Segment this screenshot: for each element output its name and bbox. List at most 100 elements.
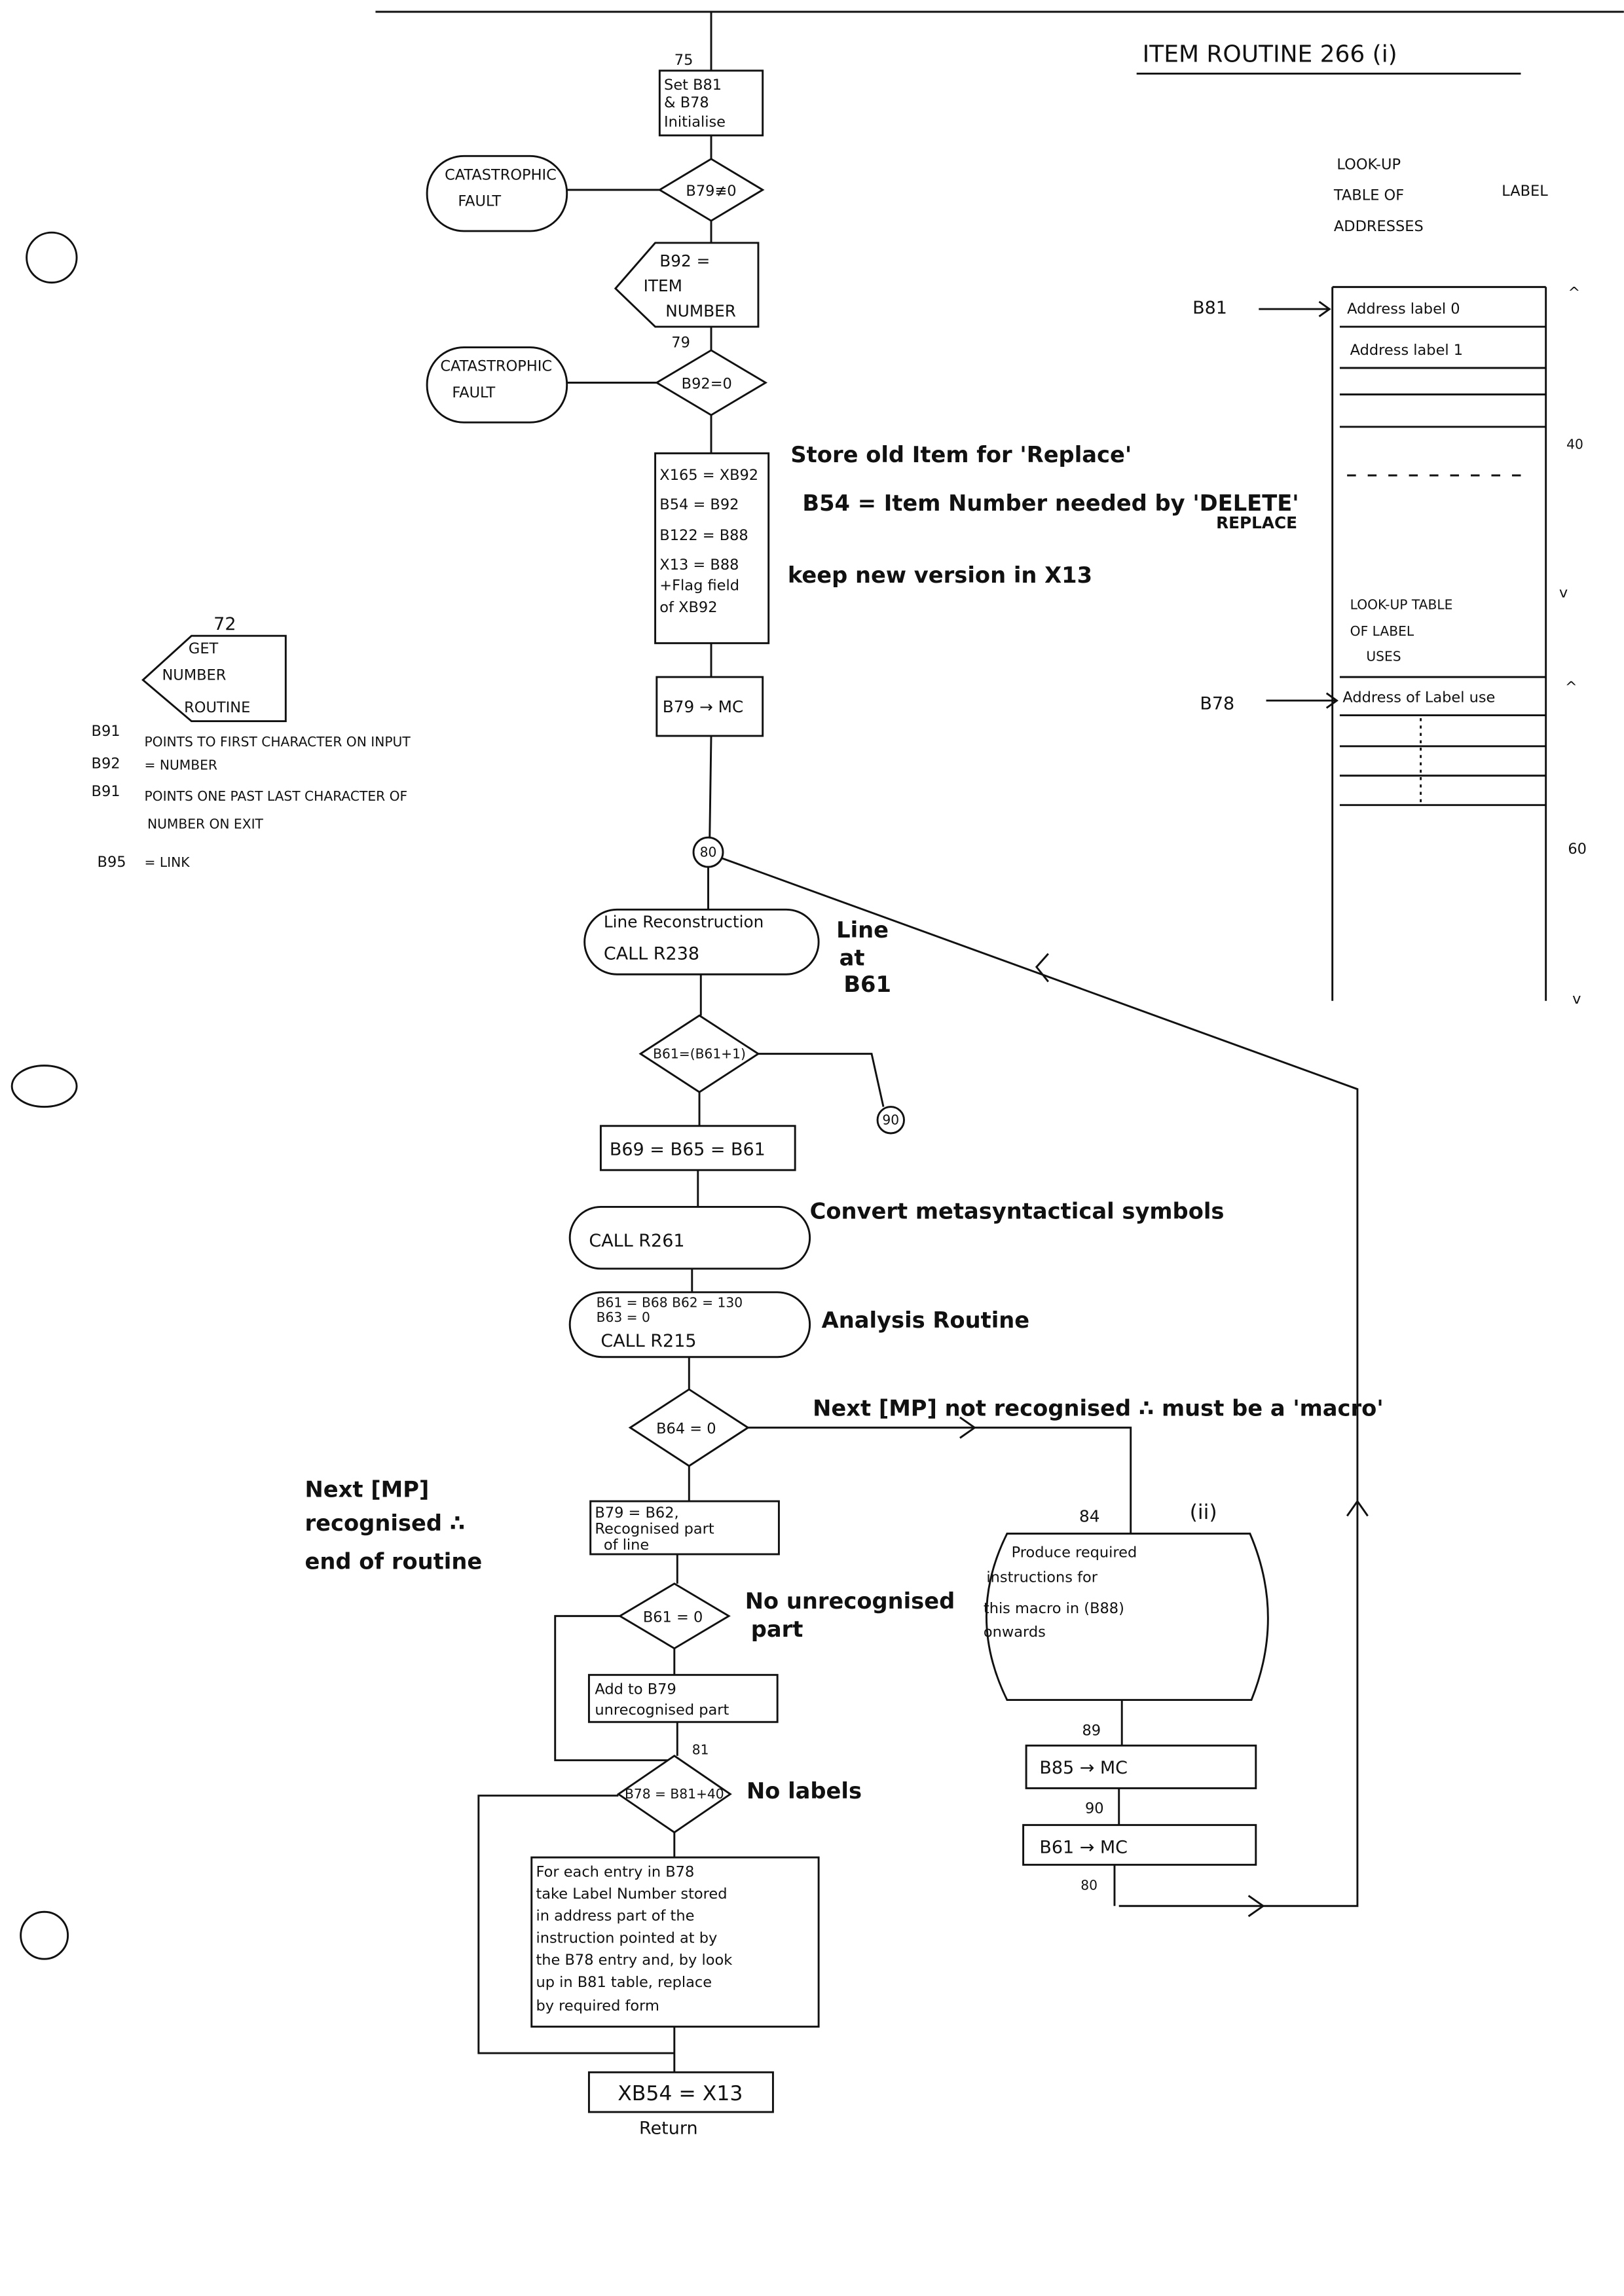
loop-back-line bbox=[721, 857, 1359, 1907]
annotation-replace: REPLACE bbox=[1216, 513, 1297, 532]
decision-b64-text: B64 = 0 bbox=[656, 1421, 716, 1438]
label-79: 79 bbox=[671, 335, 690, 352]
arrow-icon bbox=[1325, 692, 1338, 709]
arrow-icon bbox=[1247, 1895, 1265, 1918]
annotation-no-unrecognised: No unrecognised bbox=[745, 1588, 955, 1614]
b78-pointer: B78 bbox=[1200, 694, 1234, 714]
final-box bbox=[587, 2071, 774, 2113]
input-text: B92 = bbox=[659, 251, 710, 270]
call-r261 bbox=[568, 1205, 811, 1270]
lookup-table bbox=[1331, 285, 1547, 1001]
b81-pointer: B81 bbox=[1192, 298, 1227, 318]
connector-90 bbox=[876, 1106, 905, 1135]
note-text: = LINK bbox=[144, 854, 190, 870]
annotation-no-labels: No labels bbox=[747, 1778, 862, 1804]
b85-box bbox=[1025, 1744, 1257, 1789]
label-89: 89 bbox=[1082, 1722, 1101, 1739]
annotation-store-old: Store old Item for 'Replace' bbox=[790, 442, 1132, 467]
input-text: ITEM bbox=[644, 276, 682, 295]
lookup-heading: LABEL bbox=[1502, 183, 1548, 200]
annotation-recognised: Next [MP] bbox=[305, 1476, 430, 1502]
lookup-row: Address label 0 bbox=[1347, 301, 1460, 318]
macro-text: this macro in (B88) bbox=[984, 1600, 1124, 1617]
decision-b61-inc-text: B61=(B61+1) bbox=[653, 1046, 746, 1061]
call-r215-text: CALL R215 bbox=[600, 1331, 696, 1351]
label-75: 75 bbox=[674, 52, 693, 69]
fault-text: CATASTROPHIC bbox=[440, 358, 552, 375]
decision-b79 bbox=[657, 158, 765, 222]
call-r261-text: CALL R261 bbox=[589, 1231, 684, 1251]
bypass-line bbox=[477, 1795, 674, 2054]
punch-hole bbox=[10, 1065, 78, 1108]
note-text: NUMBER ON EXIT bbox=[147, 816, 264, 832]
macro-text: Produce required bbox=[1012, 1544, 1137, 1561]
annotation-analysis: Analysis Routine bbox=[822, 1307, 1030, 1333]
get-number-routine bbox=[141, 634, 287, 723]
arrow-icon bbox=[959, 1416, 976, 1439]
label-84: 84 bbox=[1079, 1507, 1099, 1526]
range-marker: 60 bbox=[1568, 841, 1587, 858]
mc-box bbox=[655, 676, 764, 737]
annotation-not-recognised: Next [MP] not recognised ∴ must be a 'ma… bbox=[813, 1396, 1384, 1421]
add-box bbox=[587, 1673, 779, 1723]
range-marker: v bbox=[1559, 585, 1568, 602]
label-72: 72 bbox=[213, 614, 236, 634]
assign-line: B122 = B88 bbox=[659, 527, 748, 544]
call-r215 bbox=[568, 1291, 811, 1358]
decision-b92 bbox=[654, 349, 768, 416]
arrow-icon bbox=[1318, 301, 1331, 318]
foreach-text: the B78 entry and, by look bbox=[536, 1952, 732, 1969]
annotation-recognised: recognised ∴ bbox=[305, 1510, 466, 1536]
foreach-text: in address part of the bbox=[536, 1908, 694, 1925]
annotation-line: B61 bbox=[843, 972, 891, 997]
lookup-heading: ADDRESSES bbox=[1334, 218, 1424, 235]
punch-hole bbox=[26, 231, 78, 284]
fault-text: FAULT bbox=[452, 384, 495, 401]
b61-box bbox=[1022, 1824, 1257, 1866]
assign-line: +Flag field bbox=[659, 577, 739, 594]
decision-b78 bbox=[616, 1755, 732, 1834]
init-box-line: Initialise bbox=[664, 113, 726, 130]
add-box-text: unrecognised part bbox=[595, 1702, 729, 1719]
foreach-text: by required form bbox=[536, 1997, 659, 2014]
macro-text: instructions for bbox=[986, 1569, 1098, 1586]
decision-b78-text: B78 = B81+40 bbox=[625, 1786, 724, 1802]
b85-box-text: B85 → MC bbox=[1039, 1758, 1128, 1778]
connector-90-text: 90 bbox=[882, 1112, 899, 1128]
connector-80-text: 80 bbox=[700, 844, 717, 860]
init-box-line: & B78 bbox=[664, 94, 709, 111]
recognised-box bbox=[589, 1500, 780, 1556]
assign-b69 bbox=[599, 1125, 796, 1171]
foreach-text: take Label Number stored bbox=[536, 1886, 727, 1903]
arrow-icon bbox=[1035, 953, 1049, 983]
punch-hole bbox=[20, 1910, 69, 1960]
get-number-text: GET bbox=[189, 640, 219, 657]
note-reg: B91 bbox=[92, 723, 120, 740]
assign-line: of XB92 bbox=[659, 599, 717, 616]
uses-heading: OF LABEL bbox=[1350, 623, 1414, 639]
foreach-text: up in B81 table, replace bbox=[536, 1974, 712, 1991]
annotation-no-unrecognised: part bbox=[751, 1616, 803, 1642]
decision-b61-zero bbox=[618, 1582, 731, 1650]
call-r215-text: B61 = B68 B62 = 130 bbox=[597, 1294, 743, 1310]
b61-box-text: B61 → MC bbox=[1039, 1837, 1128, 1857]
get-number-text: ROUTINE bbox=[184, 699, 250, 716]
recognised-box-text: Recognised part bbox=[595, 1520, 714, 1537]
note-reg: B92 bbox=[92, 755, 120, 772]
annotation-keep-new: keep new version in X13 bbox=[788, 562, 1092, 588]
assign-box bbox=[654, 452, 770, 644]
decision-b92-text: B92=0 bbox=[682, 375, 732, 392]
label-80b: 80 bbox=[1080, 1878, 1098, 1893]
uses-heading: USES bbox=[1366, 648, 1401, 664]
annotation-line: at bbox=[840, 945, 865, 971]
annotation-recognised: end of routine bbox=[305, 1548, 483, 1574]
note-reg: B91 bbox=[92, 783, 120, 800]
fault-text: CATASTROPHIC bbox=[445, 166, 557, 183]
macro-text: onwards bbox=[984, 1624, 1046, 1641]
mc-box-text: B79 → MC bbox=[663, 697, 743, 716]
foreach-box bbox=[530, 1856, 820, 2028]
bypass-line bbox=[554, 1614, 678, 1762]
assign-line: B54 = B92 bbox=[659, 496, 739, 513]
catastrophic-fault-1 bbox=[426, 155, 568, 232]
